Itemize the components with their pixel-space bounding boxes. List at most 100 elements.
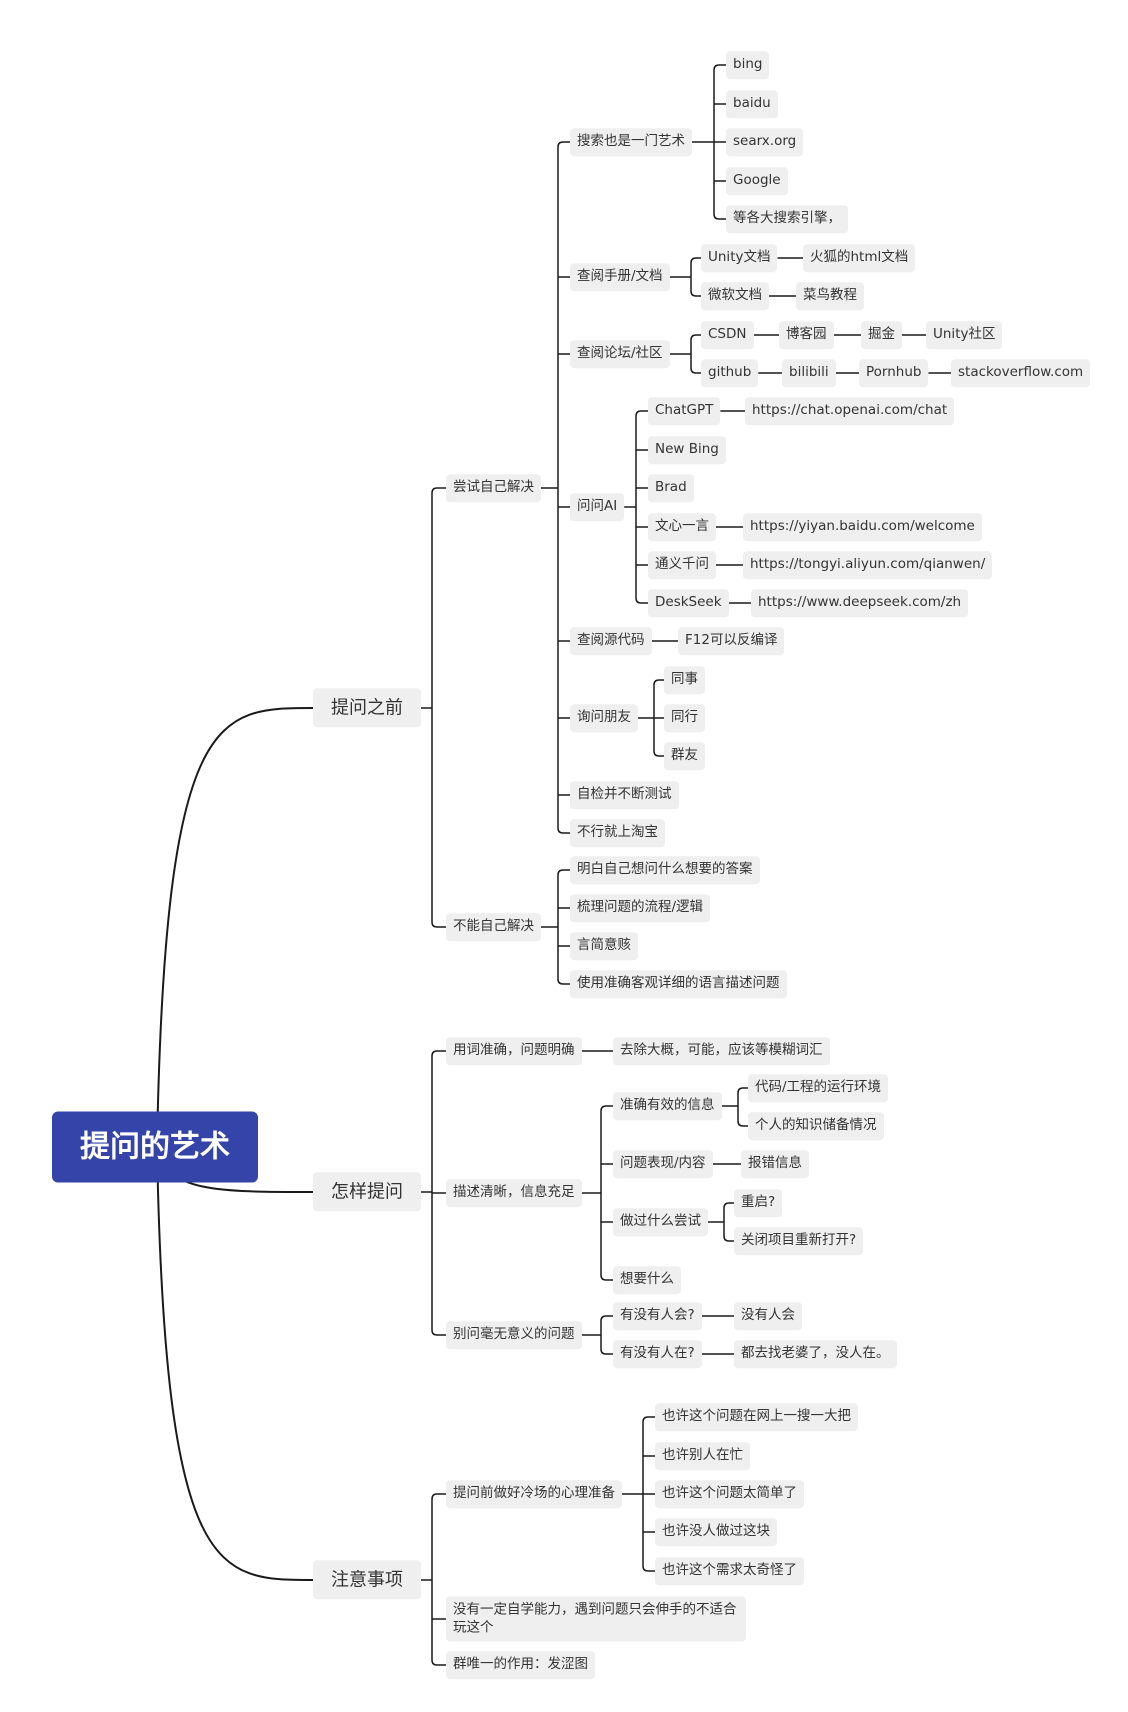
connector: [600, 1348, 613, 1355]
node-chatgpt-url[interactable]: https://chat.openai.com/chat: [745, 397, 955, 425]
connector: [690, 367, 701, 374]
node-remove-vague[interactable]: 去除大概，可能，应该等模糊词汇: [613, 1037, 830, 1065]
node-csdn[interactable]: CSDN: [701, 321, 754, 349]
node-brad[interactable]: Brad: [648, 474, 694, 502]
node-ask-ai[interactable]: 问问AI: [570, 493, 625, 521]
node-peer[interactable]: 同行: [664, 704, 705, 732]
node-self-test[interactable]: 自检并不断测试: [570, 781, 679, 809]
connector: [431, 1493, 446, 1500]
node-describe-clearly[interactable]: 描述清晰，信息充足: [446, 1179, 582, 1207]
node-f12[interactable]: F12可以反编译: [678, 627, 785, 655]
node-sort-process[interactable]: 梳理问题的流程/逻辑: [570, 894, 711, 922]
node-unity-docs[interactable]: Unity文档: [701, 244, 778, 272]
node-chatgpt[interactable]: ChatGPT: [648, 397, 721, 425]
node-tongyi[interactable]: 通义千问: [648, 551, 716, 579]
node-baidu[interactable]: baidu: [726, 90, 778, 118]
node-ms-docs[interactable]: 微软文档: [701, 282, 769, 310]
connector: [557, 978, 570, 985]
node-forum[interactable]: 查阅论坛/社区: [570, 340, 670, 368]
connector: [557, 869, 570, 876]
node-stackoverflow[interactable]: stackoverflow.com: [951, 359, 1091, 387]
node-juejin[interactable]: 掘金: [861, 321, 902, 349]
branch-notes[interactable]: 注意事项: [313, 1560, 421, 1600]
connector: [723, 1202, 734, 1209]
connector: [431, 921, 446, 928]
connector: [635, 410, 648, 417]
connector: [156, 707, 314, 1148]
node-searx[interactable]: searx.org: [726, 128, 804, 156]
node-maybe-nobody[interactable]: 也许没人做过这块: [655, 1518, 777, 1546]
connector: [737, 1120, 748, 1127]
connector: [653, 750, 664, 757]
connector: [723, 1235, 734, 1242]
node-bilibili[interactable]: bilibili: [782, 359, 836, 387]
connector: [690, 334, 701, 341]
node-google[interactable]: Google: [726, 167, 788, 195]
node-newbing[interactable]: New Bing: [648, 436, 726, 464]
node-maybe-online[interactable]: 也许这个问题在网上一搜一大把: [655, 1403, 858, 1431]
node-maybe-busy[interactable]: 也许别人在忙: [655, 1442, 750, 1470]
node-github[interactable]: github: [701, 359, 759, 387]
node-concise[interactable]: 言简意赅: [570, 932, 638, 960]
node-tried[interactable]: 做过什么尝试: [613, 1208, 708, 1236]
node-search-art[interactable]: 搜索也是一门艺术: [570, 128, 692, 156]
branch-before-asking[interactable]: 提问之前: [313, 688, 421, 728]
node-restart[interactable]: 重启?: [734, 1189, 783, 1217]
node-taobao[interactable]: 不行就上淘宝: [570, 819, 665, 847]
node-cannot-solve[interactable]: 不能自己解决: [446, 913, 541, 941]
node-wenxin[interactable]: 文心一言: [648, 513, 716, 541]
connector: [642, 1416, 655, 1423]
branch-how-to-ask[interactable]: 怎样提问: [313, 1172, 421, 1212]
node-ask-friends[interactable]: 询问朋友: [570, 704, 638, 732]
node-tongyi-url[interactable]: https://tongyi.aliyun.com/qianwen/: [743, 551, 993, 579]
node-maybe-simple[interactable]: 也许这个问题太简单了: [655, 1480, 804, 1508]
node-colleague[interactable]: 同事: [664, 666, 705, 694]
connector: [431, 1659, 446, 1666]
connector: [713, 64, 726, 71]
connector: [642, 1565, 655, 1572]
node-accurate-words[interactable]: 用词准确，问题明确: [446, 1037, 582, 1065]
node-anyone-know[interactable]: 有没有人会?: [613, 1302, 702, 1330]
node-want[interactable]: 想要什么: [613, 1266, 681, 1294]
node-reopen[interactable]: 关闭项目重新打开?: [734, 1227, 864, 1255]
connector: [690, 257, 701, 264]
node-valid-info[interactable]: 准确有效的信息: [613, 1092, 722, 1120]
node-try-self[interactable]: 尝试自己解决: [446, 474, 541, 502]
root-node[interactable]: 提问的艺术: [52, 1111, 258, 1183]
node-anyone-here[interactable]: 有没有人在?: [613, 1340, 702, 1368]
node-cnblogs[interactable]: 博客园: [779, 321, 834, 349]
node-error-info[interactable]: 报错信息: [741, 1150, 809, 1178]
node-group-friend[interactable]: 群友: [664, 742, 705, 770]
connector: [713, 213, 726, 220]
connector: [156, 1146, 314, 1581]
node-other-engines[interactable]: 等各大搜索引擎，: [726, 205, 848, 233]
node-maybe-weird[interactable]: 也许这个需求太奇怪了: [655, 1557, 804, 1585]
node-firefox-docs[interactable]: 火狐的html文档: [803, 244, 916, 272]
node-wenxin-url[interactable]: https://yiyan.baidu.com/welcome: [743, 513, 982, 541]
node-run-env[interactable]: 代码/工程的运行环境: [748, 1074, 889, 1102]
node-unity-community[interactable]: Unity社区: [926, 321, 1003, 349]
node-runoob[interactable]: 菜鸟教程: [796, 282, 864, 310]
node-describe-precisely[interactable]: 使用准确客观详细的语言描述问题: [570, 970, 787, 998]
node-bing[interactable]: bing: [726, 51, 770, 79]
node-prepare-silence[interactable]: 提问前做好冷场的心理准备: [446, 1480, 622, 1508]
node-know-question[interactable]: 明白自己想问什么想要的答案: [570, 856, 760, 884]
node-docs[interactable]: 查阅手册/文档: [570, 263, 670, 291]
node-meaningless[interactable]: 别问毫无意义的问题: [446, 1321, 582, 1349]
node-deepseek-url[interactable]: https://www.deepseek.com/zh: [751, 589, 969, 617]
connector: [431, 1329, 446, 1336]
node-knowledge[interactable]: 个人的知识储备情况: [748, 1112, 884, 1140]
node-deepseek[interactable]: DeskSeek: [648, 589, 729, 617]
node-source-code[interactable]: 查阅源代码: [570, 627, 652, 655]
node-nobody-here[interactable]: 都去找老婆了，没人在。: [734, 1340, 897, 1368]
node-self-learning[interactable]: 没有一定自学能力，遇到问题只会伸手的不适合玩这个: [446, 1596, 746, 1642]
node-nobody-knows[interactable]: 没有人会: [734, 1302, 802, 1330]
node-problem-content[interactable]: 问题表现/内容: [613, 1150, 713, 1178]
connector: [557, 141, 570, 148]
node-pornhub[interactable]: Pornhub: [859, 359, 929, 387]
connector: [600, 1274, 613, 1281]
connector: [431, 487, 446, 494]
node-group-purpose[interactable]: 群唯一的作用：发涩图: [446, 1651, 595, 1679]
